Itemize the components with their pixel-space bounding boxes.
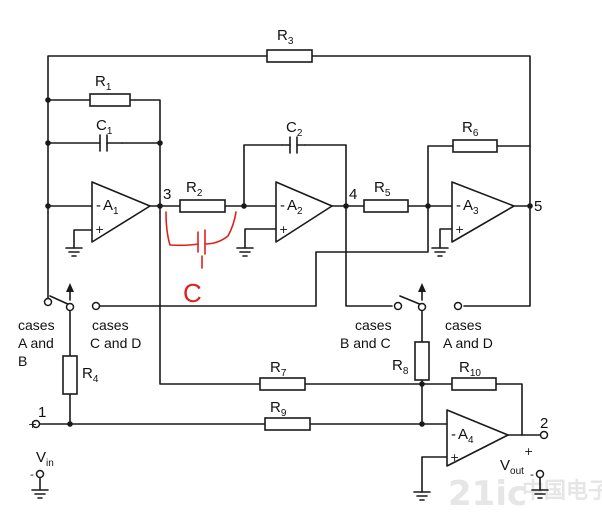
vout-label: + Vout - [500,445,534,481]
resistor-r8: R8 [392,341,430,381]
svg-text:C1: C1 [96,117,113,137]
resistor-r2: R2 [179,179,226,213]
terminals [31,419,549,479]
node-labels: 3 4 5 1 2 [38,186,548,432]
svg-text:C2: C2 [286,119,303,139]
svg-text:-: - [530,468,534,481]
svg-text:1: 1 [38,404,46,421]
resistor-r1: R1 [89,73,131,107]
vin-label: + Vin - [28,418,54,481]
svg-text:Vout: Vout [500,457,524,477]
wires [37,55,541,493]
resistor-r3: R3 [266,27,313,63]
switch-label-sw1: cases A and B [18,317,55,369]
svg-text:2: 2 [540,415,548,432]
switch-contacts [43,283,463,312]
svg-text:R9: R9 [270,399,287,419]
switch-label-sw3: cases B and C [340,317,392,351]
watermark: 21ic 中国电子网 [448,474,602,514]
capacitor-c2: C2 [281,119,306,154]
svg-text:B and C: B and C [340,335,391,351]
svg-text:R7: R7 [270,359,287,379]
ground-symbols [31,247,549,501]
svg-text:+: + [524,445,533,458]
svg-text:+: + [279,223,288,236]
svg-text:cases: cases [445,317,482,333]
svg-text:-A2: -A2 [280,197,303,217]
svg-text:cases: cases [18,317,55,333]
svg-text:+: + [455,223,464,236]
svg-text:A and D: A and D [443,335,493,351]
svg-text:R1: R1 [95,73,112,93]
svg-text:R8: R8 [392,357,409,377]
resistor-r6: R6 [452,119,498,153]
resistor-r10: R10 [451,359,497,391]
capacitor-c1: C1 [96,117,123,152]
opamp-a4: -A4 + [446,409,509,467]
svg-text:R5: R5 [374,179,391,199]
opamp-a3: -A3 + [451,181,515,243]
junctions [45,97,533,427]
svg-text:Vin: Vin [36,449,54,469]
svg-text:+: + [450,451,459,464]
red-annotation: C [165,211,237,308]
svg-text:cases: cases [355,317,392,333]
svg-text:B: B [18,353,27,369]
svg-text:cases: cases [92,317,129,333]
svg-text:A and: A and [18,335,54,351]
svg-text:R2: R2 [186,179,203,199]
svg-text:4: 4 [349,186,357,203]
svg-text:21ic: 21ic [448,474,527,514]
svg-text:C: C [183,278,202,308]
svg-text:R6: R6 [462,119,479,139]
switch-label-sw2: cases C and D [90,317,141,351]
resistor-r5: R5 [363,179,409,213]
svg-text:+: + [28,418,37,431]
svg-text:中国电子网: 中国电子网 [522,479,602,504]
svg-text:-: - [30,468,34,481]
svg-text:-A1: -A1 [96,197,119,217]
svg-text:R3: R3 [277,27,294,47]
switch-label-sw4: cases A and D [443,317,493,351]
svg-text:5: 5 [534,198,542,215]
svg-text:R4: R4 [82,365,99,385]
resistor-r9: R9 [264,399,311,431]
resistor-r7: R7 [259,359,306,391]
opamp-a2: -A2 + [275,181,333,243]
svg-text:3: 3 [163,186,171,203]
svg-text:+: + [95,223,104,236]
opamp-a1: -A1 + [91,181,151,243]
svg-text:R10: R10 [459,359,481,379]
svg-text:-A4: -A4 [451,426,474,446]
resistor-r4: R4 [62,355,99,395]
svg-text:C and D: C and D [90,335,141,351]
svg-text:-A3: -A3 [456,197,479,217]
